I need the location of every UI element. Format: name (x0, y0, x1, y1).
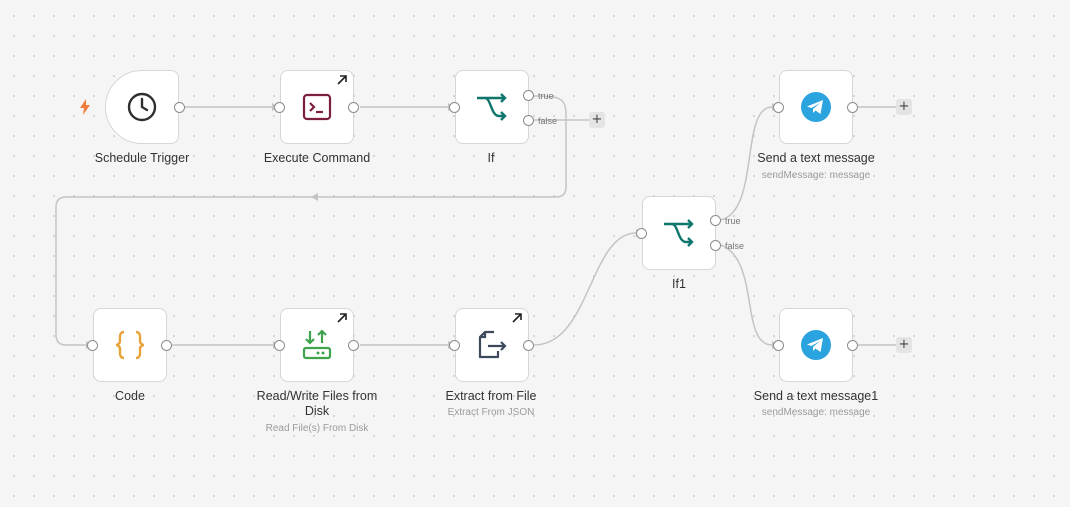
node-if1[interactable] (642, 196, 716, 270)
node-title: Send a text message1 (753, 389, 879, 403)
output-port[interactable] (523, 340, 534, 351)
node-title: If1 (672, 277, 686, 291)
connection-if1-false-telegram2 (720, 244, 773, 346)
telegram-icon (799, 328, 833, 362)
terminal-icon (300, 90, 334, 124)
node-title-line2: Disk (304, 404, 330, 418)
node-title: If (487, 151, 495, 165)
clock-icon (125, 90, 159, 124)
output-port[interactable] (161, 340, 172, 351)
node-title: Code (115, 389, 145, 403)
output-port[interactable] (348, 340, 359, 351)
output-port-true[interactable] (523, 90, 534, 101)
node-send-text-message[interactable] (779, 70, 853, 144)
output-port-true[interactable] (710, 215, 721, 226)
input-port[interactable] (274, 102, 285, 113)
node-extract-from-file[interactable] (455, 308, 529, 382)
node-read-write-files[interactable] (280, 308, 354, 382)
input-port[interactable] (274, 340, 285, 351)
node-title: Execute Command (263, 151, 371, 165)
output-label-true: true (725, 216, 741, 226)
node-subtitle: sendMessage: message (761, 407, 871, 418)
telegram-icon (799, 90, 833, 124)
add-node-button[interactable]: + (589, 112, 605, 128)
connection-extract-if1 (533, 232, 637, 346)
output-port[interactable] (174, 102, 185, 113)
node-subtitle: Extract From JSON (447, 407, 535, 418)
output-port-false[interactable] (523, 115, 534, 126)
node-execute-command[interactable] (280, 70, 354, 144)
node-title-line1: Read/Write Files from (256, 389, 378, 403)
input-port[interactable] (449, 340, 460, 351)
node-title: Extract from File (445, 389, 537, 403)
branch-icon (475, 90, 509, 124)
output-port[interactable] (847, 340, 858, 351)
branch-icon (662, 216, 696, 250)
output-port[interactable] (847, 102, 858, 113)
output-port-false[interactable] (710, 240, 721, 251)
output-label-false: false (725, 241, 745, 251)
node-schedule-trigger[interactable] (105, 70, 179, 144)
node-subtitle: sendMessage: message (761, 170, 871, 181)
node-subtitle: Read File(s) From Disk (265, 423, 369, 434)
node-if[interactable] (455, 70, 529, 144)
add-node-button[interactable]: + (896, 99, 912, 115)
connection-if-true-code (55, 95, 567, 346)
arrow-right-icon (337, 313, 347, 323)
output-label-false: false (538, 116, 558, 126)
arrow-right-icon (512, 313, 522, 323)
connection-if1-true-telegram1 (720, 106, 773, 221)
file-export-icon (475, 328, 509, 362)
file-transfer-icon (300, 328, 334, 362)
node-title: Schedule Trigger (94, 151, 190, 165)
input-port[interactable] (773, 340, 784, 351)
arrow-right-icon (337, 75, 347, 85)
node-send-text-message1[interactable] (779, 308, 853, 382)
node-title: Send a text message (757, 151, 875, 165)
input-port[interactable] (636, 228, 647, 239)
arrowhead (311, 193, 318, 201)
input-port[interactable] (87, 340, 98, 351)
output-port[interactable] (348, 102, 359, 113)
input-port[interactable] (773, 102, 784, 113)
trigger-bolt-icon (80, 99, 90, 115)
braces-icon (113, 328, 147, 362)
add-node-button[interactable]: + (896, 337, 912, 353)
input-port[interactable] (449, 102, 460, 113)
output-label-true: true (538, 91, 554, 101)
node-code[interactable] (93, 308, 167, 382)
